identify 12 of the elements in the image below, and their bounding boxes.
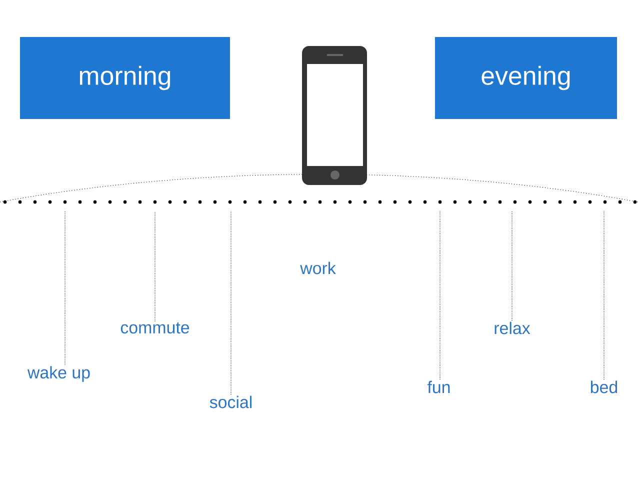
time-label: fun (427, 380, 450, 394)
time-label: commute (120, 322, 190, 334)
time-label: work (300, 262, 336, 274)
time-label: social (210, 396, 252, 408)
leader-line (230, 210, 232, 395)
leader-line (154, 210, 156, 322)
label-box: evening (435, 37, 617, 119)
time-label: relax (494, 322, 530, 334)
time-label: wake up (27, 366, 90, 382)
label-box: morning (20, 37, 230, 119)
time-label: bed (590, 380, 618, 394)
leader-line (64, 210, 66, 366)
